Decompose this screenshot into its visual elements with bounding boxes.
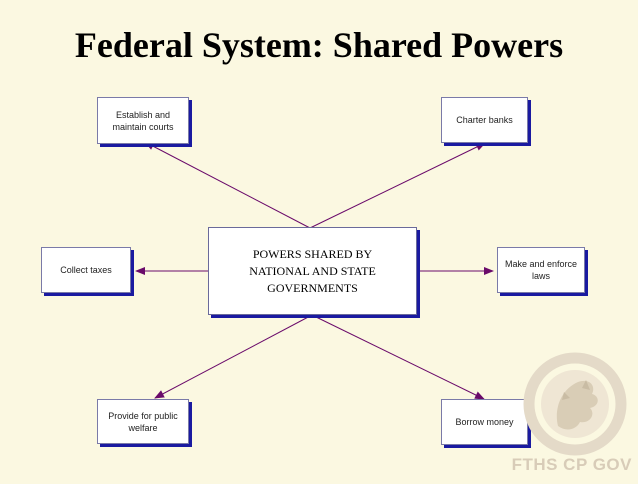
node-label-line: laws bbox=[531, 271, 550, 281]
node-make-enforce-laws: Make and enforce laws bbox=[497, 247, 585, 293]
node-establish-courts: Establish and maintain courts bbox=[97, 97, 189, 144]
node-label-line: welfare bbox=[128, 422, 158, 433]
school-watermark: FTHS CP GOV bbox=[500, 352, 638, 479]
node-collect-taxes: Collect taxes bbox=[41, 247, 131, 293]
node-label-line: Provide for public bbox=[108, 410, 178, 421]
node-label-line: Collect taxes bbox=[60, 265, 112, 275]
node-label-line: Establish and bbox=[115, 109, 171, 120]
node-label-line: Make and enforce bbox=[504, 259, 578, 269]
watermark-label: FTHS CP GOV bbox=[511, 455, 632, 474]
arrow-to-public-welfare bbox=[154, 314, 313, 399]
center-label-line: POWERS SHARED BY bbox=[252, 246, 373, 261]
node-public-welfare: Provide for public welfare bbox=[97, 399, 189, 444]
node-label-line: Charter banks bbox=[456, 115, 513, 125]
arrow-to-charter-banks bbox=[309, 142, 486, 229]
node-powers-shared: POWERS SHARED BY NATIONAL AND STATE GOVE… bbox=[208, 227, 417, 315]
arrow-to-courts bbox=[144, 141, 311, 229]
center-label-line: GOVERNMENTS bbox=[267, 280, 358, 295]
slide-title: Federal System: Shared Powers bbox=[74, 25, 564, 65]
center-label-line: NATIONAL AND STATE bbox=[249, 263, 376, 278]
node-label-line: maintain courts bbox=[112, 121, 174, 132]
node-charter-banks: Charter banks bbox=[441, 97, 528, 143]
arrow-to-borrow-money bbox=[311, 314, 485, 400]
node-label-line: Borrow money bbox=[455, 417, 514, 427]
school-seal-icon bbox=[523, 352, 627, 456]
